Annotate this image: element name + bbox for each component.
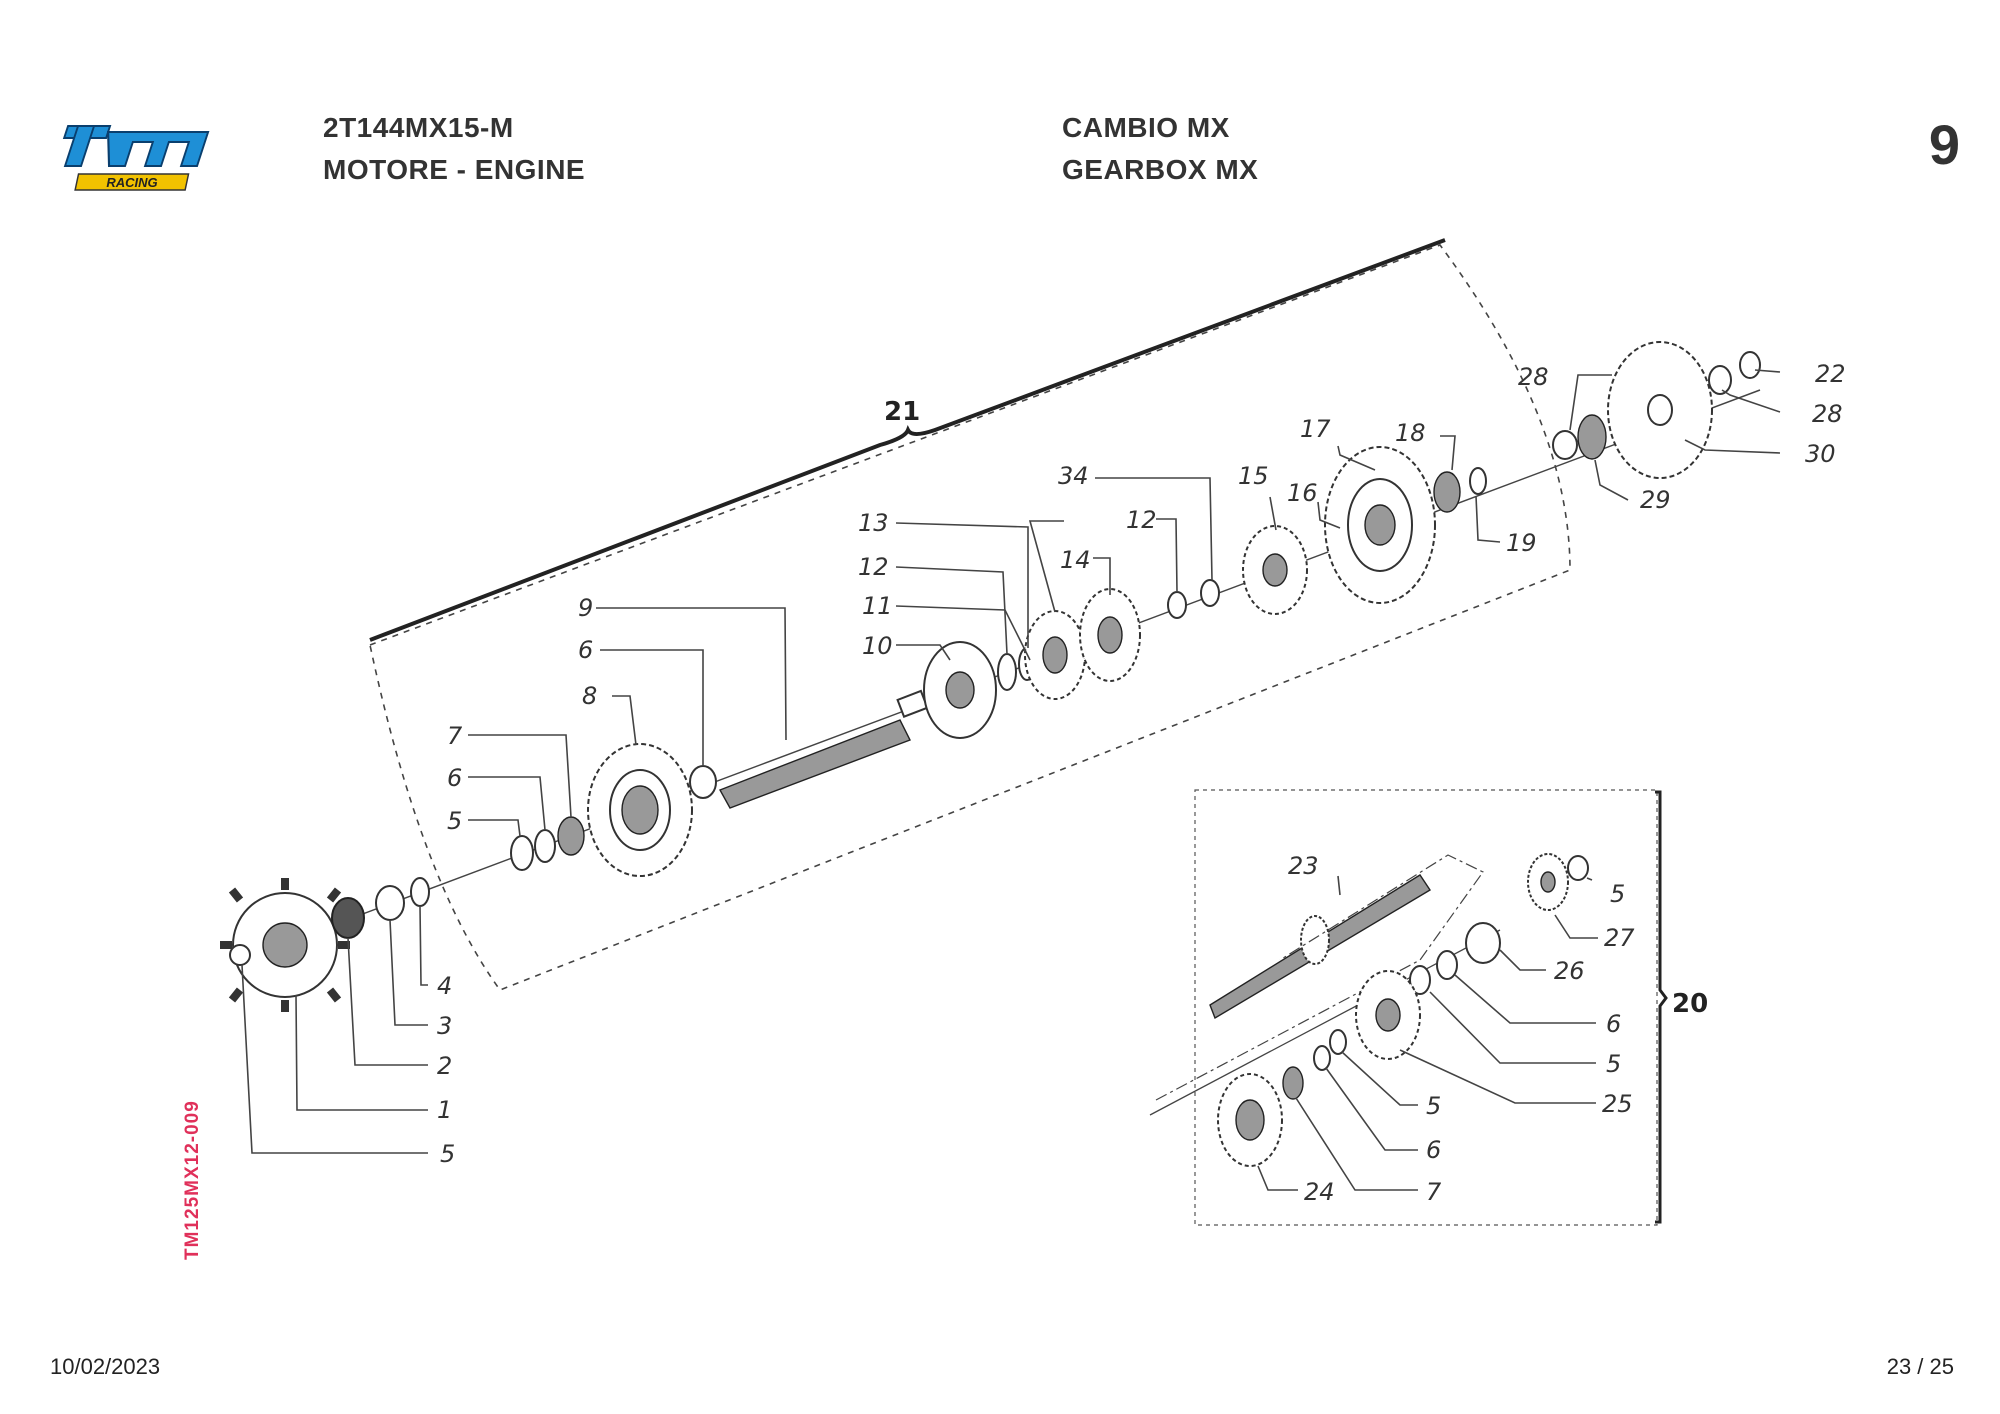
print-date: 10/02/2023 bbox=[50, 1354, 161, 1379]
needle-bearing-29 bbox=[1577, 414, 1607, 460]
callout-8: 8 bbox=[582, 682, 597, 710]
shaft-end bbox=[896, 689, 929, 718]
callout-7a: 7 bbox=[447, 722, 463, 750]
section-title: MOTORE - ENGINE bbox=[323, 154, 586, 185]
leader-lines-main bbox=[241, 369, 1781, 1154]
circlip-5-g20a bbox=[1567, 855, 1589, 881]
callout-14: 14 bbox=[1060, 546, 1091, 574]
needle-bearing-7-g20 bbox=[1282, 1066, 1304, 1100]
callout-1: 1 bbox=[437, 1096, 452, 1124]
tm-racing-logo: RACING bbox=[62, 125, 210, 191]
washer-28b bbox=[1708, 365, 1732, 395]
circlip-5-g20b bbox=[1409, 965, 1431, 995]
washer-6 bbox=[534, 829, 556, 863]
washer-12b bbox=[1167, 591, 1187, 619]
gear-30 bbox=[1607, 341, 1713, 479]
callout-10: 10 bbox=[862, 632, 893, 660]
logo-subtitle: RACING bbox=[106, 175, 157, 190]
group-21-outline bbox=[369, 244, 1571, 991]
o-ring-4 bbox=[410, 877, 430, 907]
callout-17: 17 bbox=[1300, 415, 1331, 443]
callout-24: 24 bbox=[1304, 1178, 1335, 1206]
gear-27 bbox=[1527, 853, 1569, 911]
group-21-bracket bbox=[369, 238, 1446, 642]
gear-10 bbox=[923, 641, 997, 739]
washer-5 bbox=[510, 835, 534, 871]
group-20-bracket bbox=[1655, 790, 1668, 1224]
group-title-it: CAMBIO MX bbox=[1062, 112, 1230, 143]
gear-25 bbox=[1355, 970, 1421, 1060]
circlip-5-g20c bbox=[1329, 1029, 1347, 1055]
callout-5b: 5 bbox=[440, 1140, 455, 1168]
callout-16: 16 bbox=[1287, 479, 1318, 507]
sprocket bbox=[220, 878, 350, 1012]
gear-14 bbox=[1079, 588, 1141, 682]
callout-3: 3 bbox=[437, 1012, 452, 1040]
washer-6-g20b bbox=[1313, 1045, 1331, 1071]
callout-23: 23 bbox=[1288, 852, 1319, 880]
callout-11: 11 bbox=[862, 592, 893, 620]
gear-24 bbox=[1217, 1073, 1283, 1167]
needle-bearing-7 bbox=[557, 816, 585, 856]
callout-25: 25 bbox=[1602, 1090, 1633, 1118]
group-title-en: GEARBOX MX bbox=[1062, 154, 1259, 185]
callout-7b: 7 bbox=[1426, 1178, 1442, 1206]
callout-6a: 6 bbox=[578, 636, 593, 664]
leader-lines-g20 bbox=[1257, 875, 1598, 1191]
callout-5c: 5 bbox=[1610, 880, 1625, 908]
callout-30: 30 bbox=[1805, 440, 1836, 468]
gear-13 bbox=[1024, 610, 1086, 700]
bush-26 bbox=[1465, 922, 1501, 964]
callout-2: 2 bbox=[437, 1052, 452, 1080]
group-label-21: 21 bbox=[884, 397, 920, 427]
main-shaft-9 bbox=[718, 719, 911, 809]
bearing-2 bbox=[331, 897, 365, 939]
gear-8 bbox=[587, 743, 693, 877]
callout-29: 29 bbox=[1640, 486, 1671, 514]
callout-9: 9 bbox=[578, 594, 593, 622]
callout-12a: 12 bbox=[1126, 506, 1157, 534]
model-code: 2T144MX15-M bbox=[323, 112, 514, 143]
callout-34: 34 bbox=[1058, 462, 1089, 490]
callout-5d: 5 bbox=[1606, 1050, 1621, 1078]
callout-5e: 5 bbox=[1426, 1092, 1441, 1120]
callout-5a: 5 bbox=[447, 807, 462, 835]
callout-18: 18 bbox=[1395, 419, 1426, 447]
page-counter: 23 / 25 bbox=[1886, 1354, 1954, 1379]
group-label-20: 20 bbox=[1672, 989, 1708, 1019]
callout-6d: 6 bbox=[1426, 1136, 1441, 1164]
callout-27: 27 bbox=[1604, 924, 1635, 952]
callout-4: 4 bbox=[437, 972, 452, 1000]
gear-17 bbox=[1324, 446, 1436, 604]
callout-13: 13 bbox=[858, 509, 889, 537]
washer-6-g20 bbox=[1436, 950, 1458, 980]
bush-11 bbox=[997, 653, 1017, 691]
washer-19 bbox=[1469, 467, 1487, 495]
gear-15 bbox=[1242, 525, 1308, 615]
washer-6b bbox=[689, 765, 717, 799]
group-20-outline bbox=[1194, 789, 1658, 1226]
shaft-23-gear bbox=[1300, 915, 1330, 965]
callout-28a: 28 bbox=[1812, 400, 1843, 428]
group-20-dashdot bbox=[1155, 854, 1484, 1101]
callout-6c: 6 bbox=[1606, 1010, 1621, 1038]
needle-bearing-18 bbox=[1433, 471, 1461, 513]
callout-22: 22 bbox=[1815, 360, 1846, 388]
table-number: 9 bbox=[1928, 113, 1960, 176]
circlip-5 bbox=[229, 944, 251, 966]
callout-26: 26 bbox=[1554, 957, 1585, 985]
callout-6b: 6 bbox=[447, 764, 462, 792]
callout-19: 19 bbox=[1506, 529, 1537, 557]
circlip-34 bbox=[1200, 579, 1220, 607]
callout-15: 15 bbox=[1238, 462, 1269, 490]
circlip-22 bbox=[1739, 351, 1761, 379]
callout-12b: 12 bbox=[858, 553, 889, 581]
washer-28a bbox=[1552, 430, 1578, 460]
spacer-3 bbox=[375, 885, 405, 921]
callout-28b: 28 bbox=[1518, 363, 1549, 391]
